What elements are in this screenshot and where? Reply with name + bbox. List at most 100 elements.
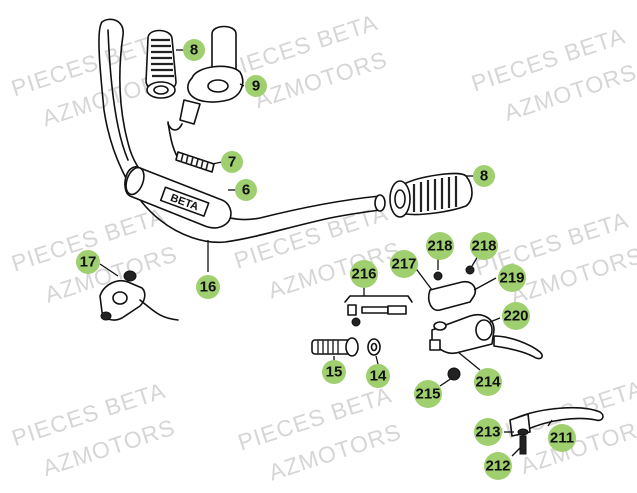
- throttle-pulley-hole: [207, 79, 229, 93]
- svg-text:211: 211: [550, 430, 574, 447]
- leader-220: [489, 317, 501, 323]
- adjuster-thread: [387, 305, 407, 315]
- grip-right-texture: [412, 176, 458, 212]
- svg-text:214: 214: [475, 374, 501, 391]
- svg-text:218: 218: [471, 238, 496, 255]
- svg-text:9: 9: [252, 78, 260, 95]
- watermark-top-mid: PIECES BETA AZMOTORS: [221, 9, 391, 113]
- small-cap: [447, 367, 461, 381]
- callouts: 8 9 7 6 8 16 17 216 217 218 218 219 220 …: [76, 39, 576, 480]
- clamp-bolt-bottom: [100, 311, 112, 321]
- leader-7: [211, 161, 223, 165]
- adjuster-bracket: [344, 295, 413, 303]
- throttle-cable: [167, 121, 215, 173]
- master-cylinder-clamp: [475, 319, 493, 341]
- leader-219: [473, 277, 497, 291]
- bar-end-thread: [317, 340, 339, 354]
- throttle-tube-neck: [179, 99, 201, 125]
- cap-screw-right: [465, 265, 475, 275]
- svg-text:8: 8: [190, 42, 198, 59]
- bar-end-washer-hole: [370, 342, 378, 352]
- svg-text:14: 14: [370, 368, 387, 385]
- callout-8-top: 8: [183, 39, 205, 61]
- pad-end-left: [125, 166, 145, 196]
- svg-text:213: 213: [475, 424, 500, 441]
- svg-text:17: 17: [80, 254, 97, 271]
- callout-17: 17: [76, 250, 100, 274]
- clamp-cable: [139, 299, 179, 321]
- svg-text:8: 8: [480, 168, 488, 185]
- callout-16: 16: [196, 275, 220, 299]
- leader-217: [413, 265, 433, 291]
- grip-right: [389, 172, 473, 218]
- handlebar-end-right: [374, 194, 386, 212]
- callout-213: 213: [474, 418, 502, 446]
- adjuster-washer: [347, 304, 357, 316]
- watermark-mid-right: PIECES BETA AZMOTORS: [472, 206, 637, 309]
- svg-text:215: 215: [415, 386, 440, 403]
- adjuster-nut: [351, 317, 361, 327]
- pivot-nut: [517, 428, 529, 436]
- throttle-tube: [167, 25, 244, 131]
- watermark-mid-center: PIECES BETA AZMOTORS: [231, 199, 404, 303]
- callout-218b: 218: [470, 232, 498, 260]
- grip-right-end-hole: [394, 189, 406, 209]
- bar-end-cap: [345, 337, 359, 357]
- callout-6: 6: [235, 179, 257, 201]
- adjuster-rod: [361, 306, 389, 314]
- cable-wire: [167, 121, 179, 159]
- svg-text:219: 219: [499, 270, 524, 287]
- cap-screw-left: [433, 271, 443, 281]
- leader-212: [511, 447, 521, 457]
- grip-left-texture: [151, 38, 174, 78]
- callout-216: 216: [350, 260, 378, 288]
- crossbar-pad: BETA: [124, 166, 232, 229]
- reservoir-cap: [427, 280, 477, 312]
- callout-219: 219: [498, 264, 526, 292]
- callout-211: 211: [548, 424, 576, 452]
- grip-left: [145, 29, 177, 99]
- clamp-bolt-top: [123, 270, 137, 282]
- leader-214: [457, 351, 481, 371]
- svg-text:7: 7: [228, 154, 236, 171]
- pivot-bolt: [519, 435, 527, 455]
- callout-217: 217: [390, 250, 418, 278]
- reservoir-cap-group: [427, 265, 477, 312]
- callout-212: 212: [484, 452, 512, 480]
- callout-15: 15: [322, 360, 346, 384]
- master-cylinder: [429, 314, 543, 360]
- leader-9: [239, 83, 245, 87]
- callout-220: 220: [502, 302, 530, 330]
- adjuster-set: [344, 295, 413, 327]
- clamp: [99, 270, 179, 321]
- callout-9: 9: [245, 75, 267, 97]
- watermark-top-right: PIECES BETA AZMOTORS: [468, 22, 637, 126]
- callout-8-right: 8: [473, 165, 495, 187]
- leader-17: [99, 263, 119, 277]
- cable-sleeve: [175, 151, 215, 173]
- bar-end: [311, 337, 381, 357]
- svg-text:15: 15: [326, 364, 343, 381]
- grip-left-end-hole: [153, 85, 169, 95]
- svg-text:16: 16: [200, 279, 217, 296]
- handlebar-outline-lower: [98, 21, 381, 244]
- clamp-hole: [112, 291, 128, 305]
- callout-215: 215: [414, 380, 442, 408]
- cable-sleeve-texture: [180, 153, 209, 171]
- watermark-bottom-left: PIECES BETA AZMOTORS: [8, 377, 178, 481]
- svg-text:6: 6: [242, 182, 250, 199]
- master-cylinder-port: [433, 321, 447, 331]
- brake-lever: [493, 335, 543, 360]
- watermark-bottom-center: PIECES BETA AZMOTORS: [235, 381, 405, 485]
- callout-214: 214: [474, 368, 502, 396]
- lever-assembly: [509, 406, 604, 455]
- leader-215: [439, 377, 453, 387]
- leader-211: [547, 419, 553, 427]
- handlebar-inner-line: [107, 29, 129, 161]
- svg-text:218: 218: [427, 238, 452, 255]
- svg-text:216: 216: [351, 266, 376, 283]
- callout-218a: 218: [426, 232, 454, 260]
- throttle-cable-end: [167, 123, 183, 131]
- svg-text:212: 212: [485, 458, 510, 475]
